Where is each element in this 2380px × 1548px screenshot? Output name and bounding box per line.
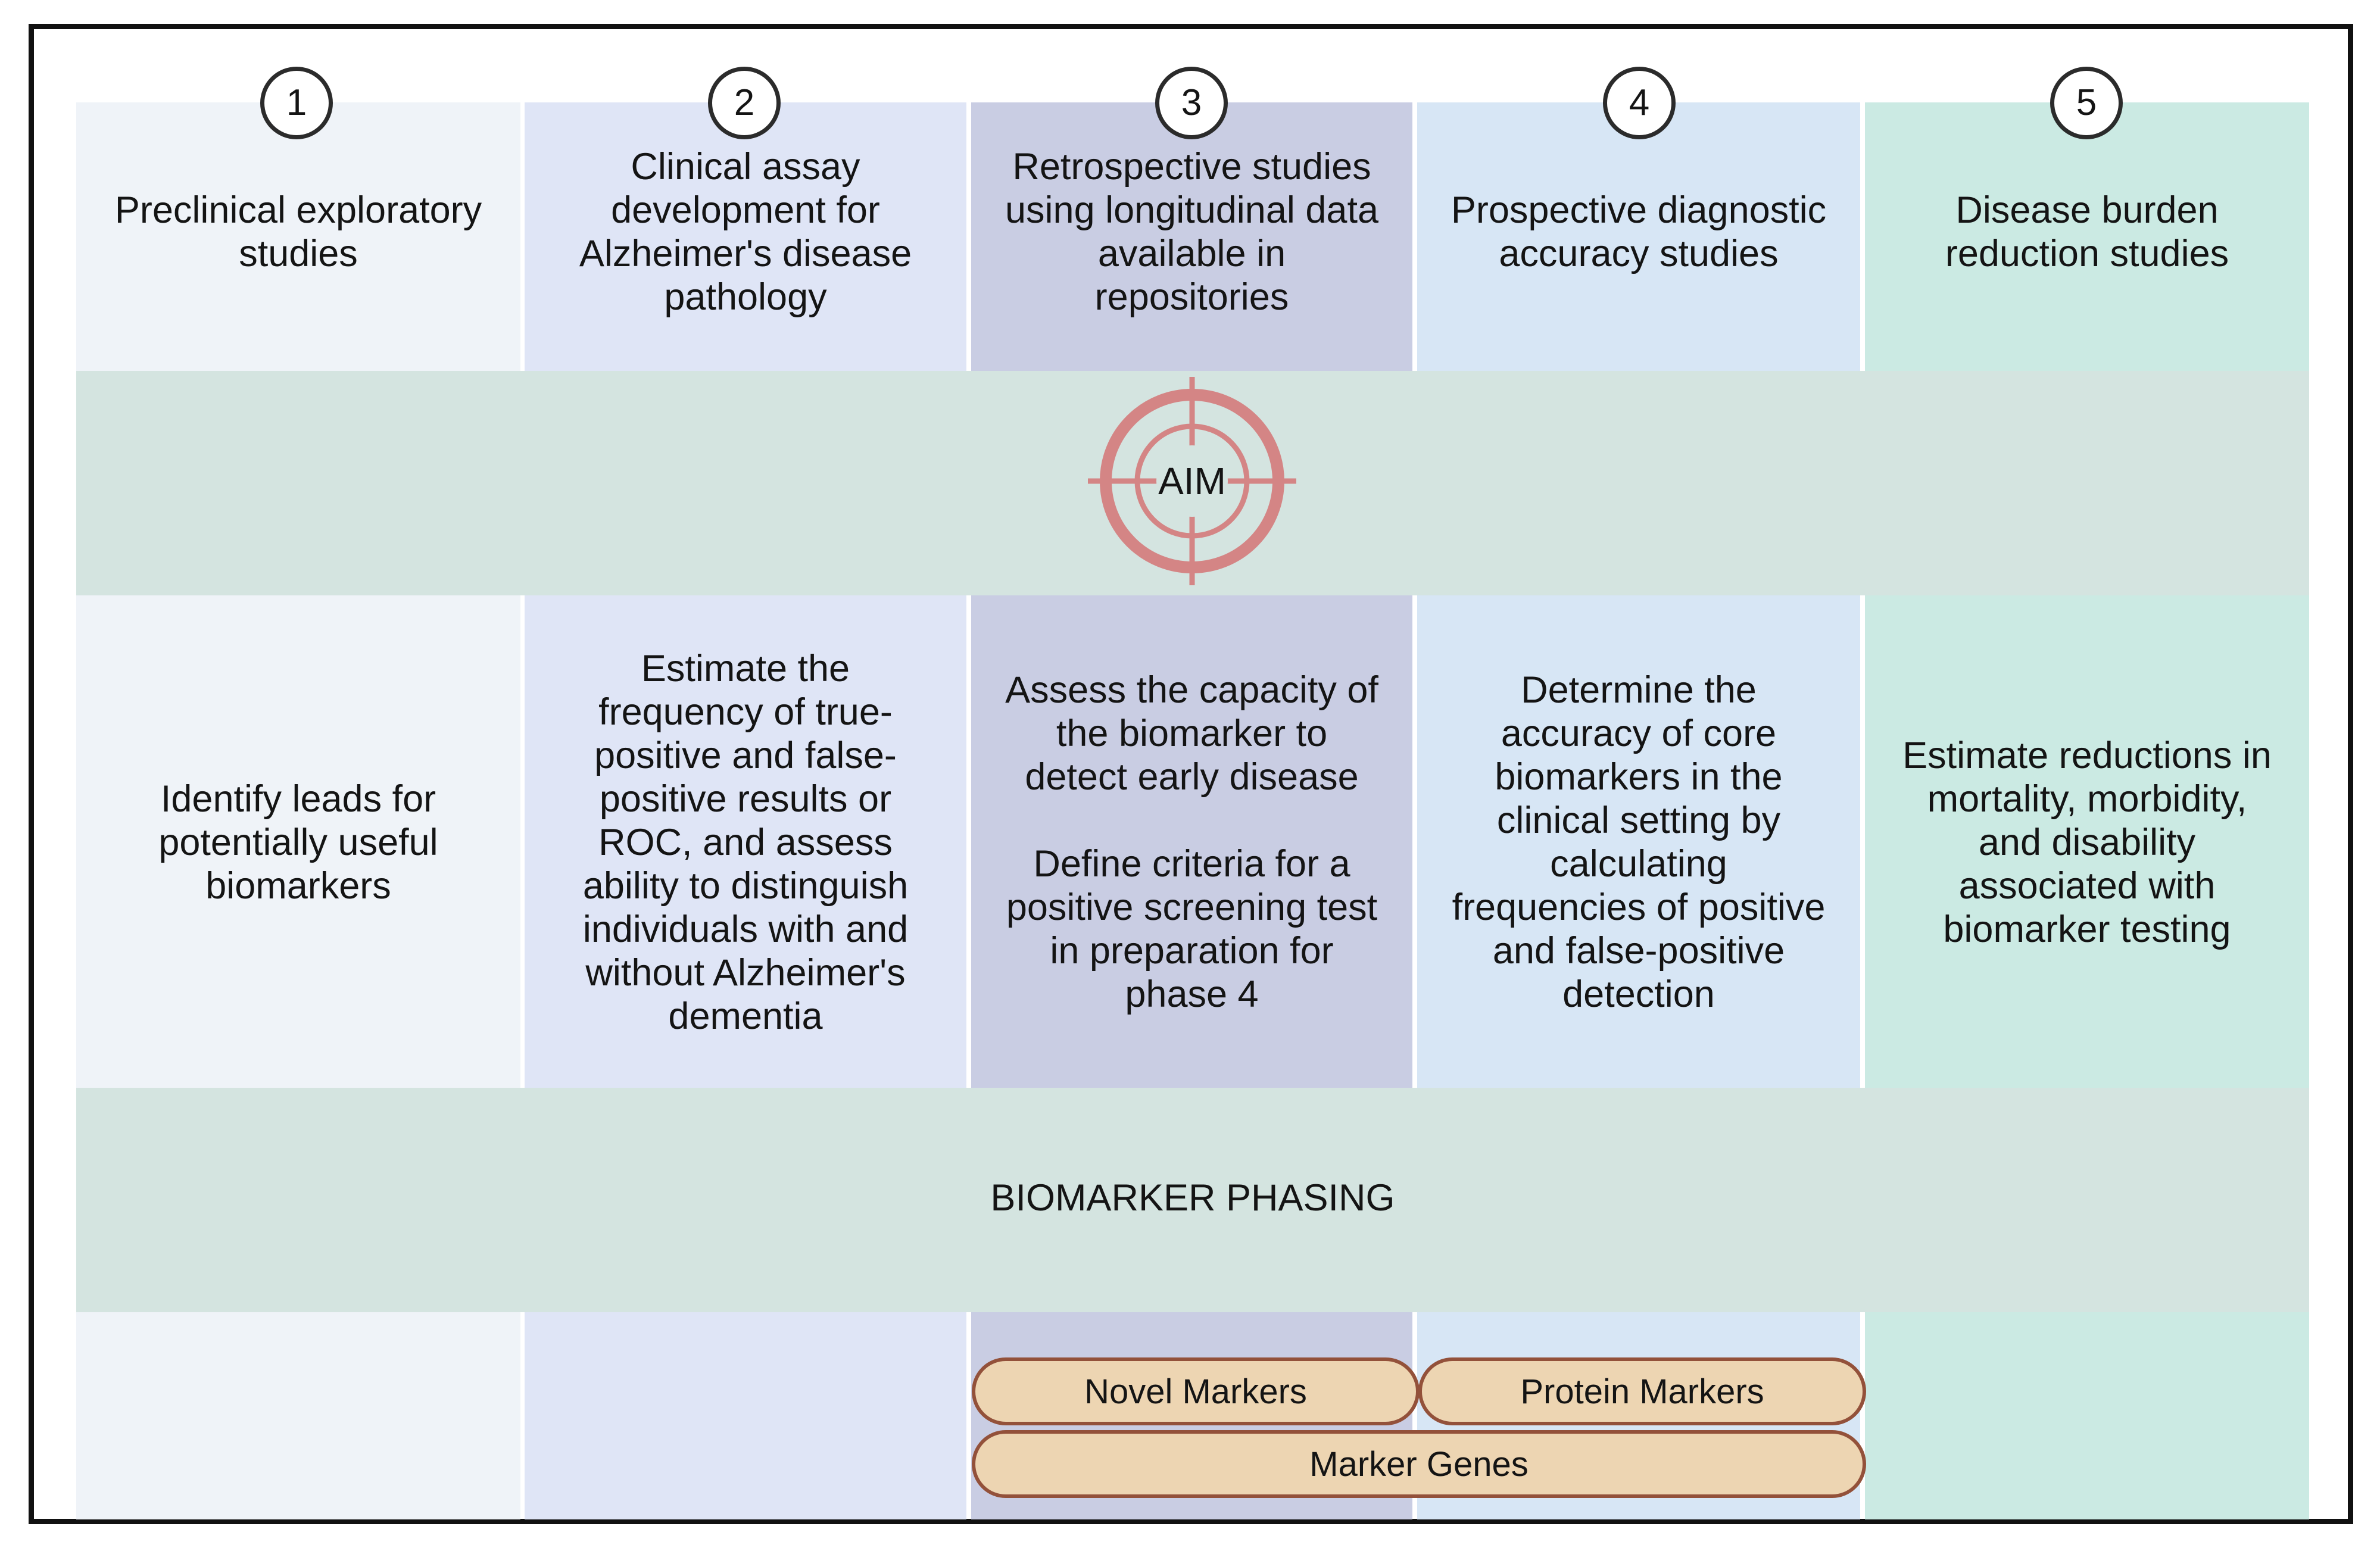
phase-5-title: Disease burden reduction studies [1945, 189, 2229, 274]
phase-2-title: Clinical assay development for Alzheimer… [579, 146, 912, 318]
phase-1-aim: Identify leads for potentially useful bi… [158, 778, 438, 907]
phase-3-title: Retrospective studies using longitudinal… [1005, 146, 1378, 318]
phase-5-aim: Estimate reductions in mortality, morbid… [1902, 734, 2272, 950]
phase-4-aim: Determine the accuracy of core biomarker… [1452, 669, 1826, 1015]
target-icon [1088, 377, 1296, 585]
phase-1-title: Preclinical exploratory studies [114, 189, 482, 274]
marker-genes-pill: Marker Genes [972, 1430, 1866, 1498]
protein-markers-pill: Protein Markers [1418, 1357, 1866, 1425]
phasing-band [76, 1088, 2309, 1312]
phase-3-aim: Assess the capacity of the biomarker to … [1005, 669, 1378, 1015]
phase-4-title: Prospective diagnostic accuracy studies [1451, 189, 1827, 274]
aim-label: AIM [1158, 460, 1226, 503]
novel-markers-pill: Novel Markers [972, 1357, 1420, 1425]
biomarker-phasing-label: BIOMARKER PHASING [990, 1177, 1395, 1219]
phase-5-number: 5 [2050, 67, 2123, 139]
phase-1-number: 1 [260, 67, 333, 139]
phase-2-aim: Estimate the frequency of true- positive… [582, 647, 909, 1037]
phase-2-number: 2 [708, 67, 781, 139]
phase-3-number: 3 [1155, 67, 1228, 139]
phase-4-number: 4 [1603, 67, 1676, 139]
